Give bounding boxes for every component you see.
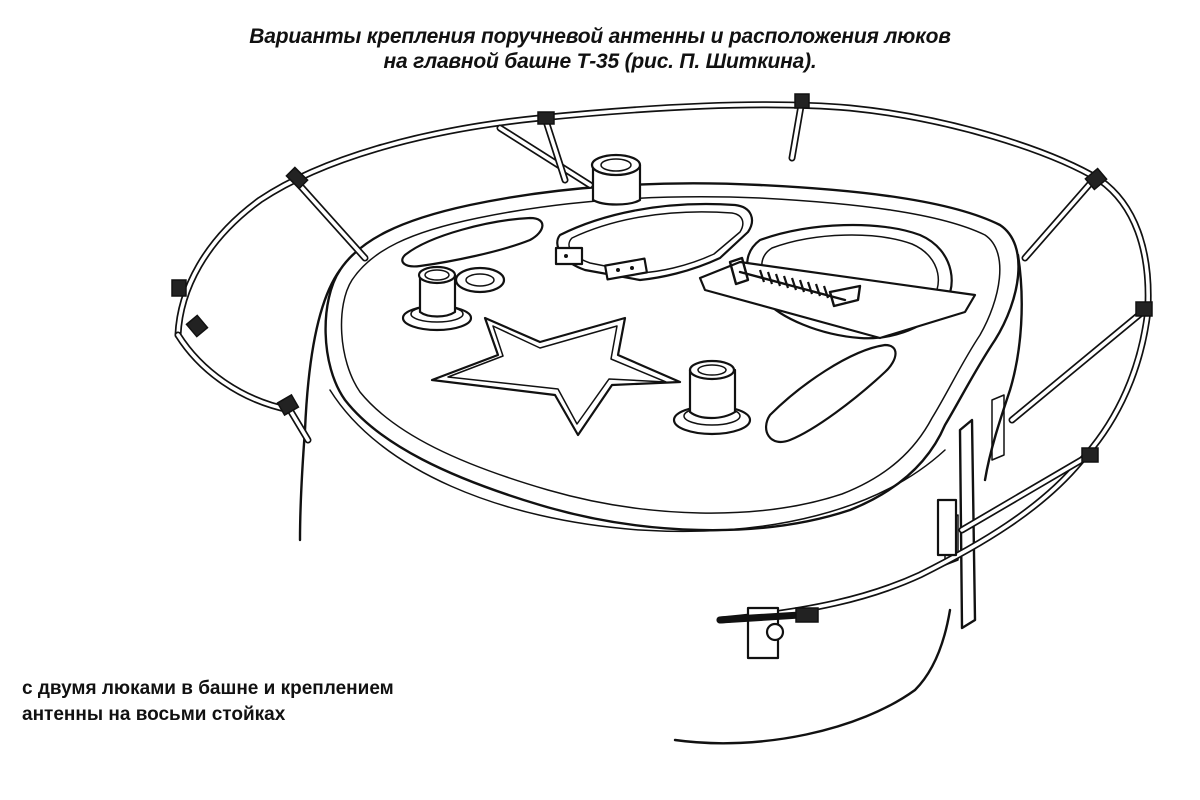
figure-caption: с двумя люками в башне и креплением анте… [22, 676, 482, 728]
caption-line-2: антенны на восьми стойках [22, 704, 286, 725]
title-line-1: Варианты крепления поручневой антенны и … [249, 25, 951, 48]
antenna-struts [171, 93, 1153, 660]
ventilator-cap [590, 153, 642, 206]
figure-title: Варианты крепления поручневой антенны и … [150, 24, 1050, 74]
title-line-2: на главной башне Т-35 (рис. П. Шиткина). [383, 50, 817, 73]
vision-slot-left [401, 216, 544, 268]
handrail-antenna [174, 101, 1152, 624]
main-hatch [554, 202, 753, 282]
periscope-right [672, 359, 752, 436]
caption-line-1: с двумя люками в башне и креплением [22, 678, 394, 699]
vision-slot-right [765, 343, 897, 443]
red-star-outline [430, 316, 682, 437]
periscope-left [401, 265, 506, 332]
commander-hatch [698, 223, 977, 340]
